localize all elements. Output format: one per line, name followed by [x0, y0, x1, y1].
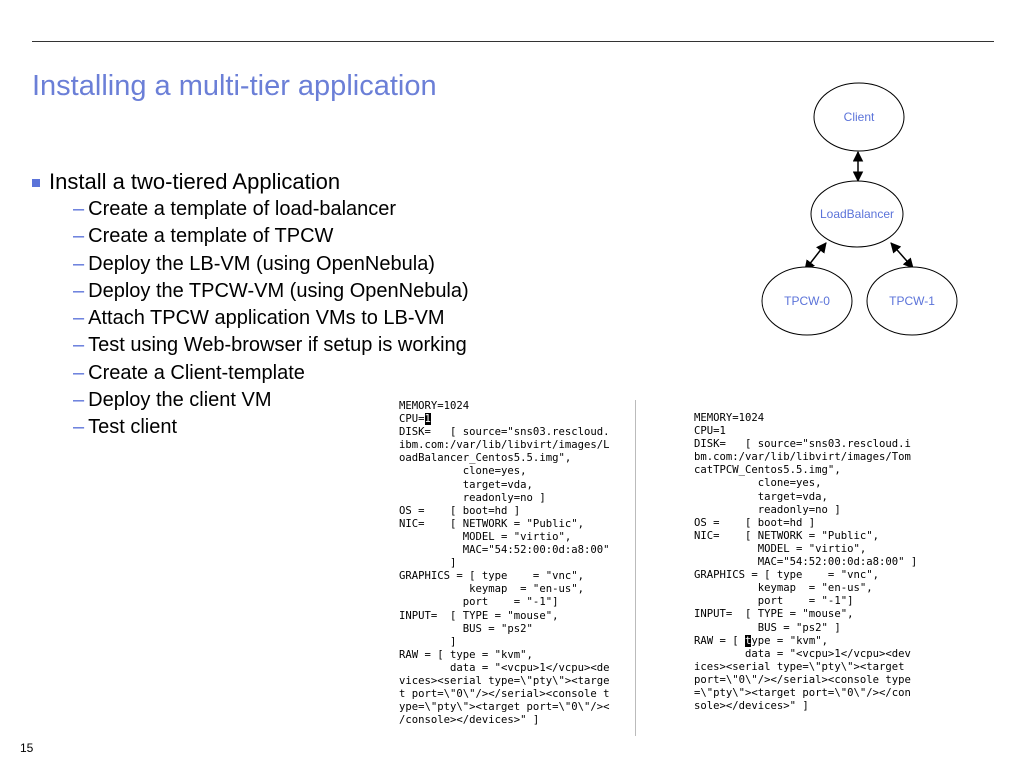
sub-bullet-text: Create a template of load-balancer	[88, 198, 397, 220]
sub-bullet-list: –Create a template of load-balancer –Cre…	[73, 196, 469, 442]
client-node-label: Client	[844, 110, 875, 124]
sub-bullet-text: Attach TPCW application VMs to LB-VM	[88, 307, 445, 330]
tpcw1-node-label: TPCW-1	[889, 294, 935, 308]
sub-bullet: –Deploy the TPCW-VM (using OpenNebula)	[73, 278, 469, 305]
sub-bullet: –Test using Web-browser if setup is work…	[73, 332, 469, 359]
dash-icon: –	[73, 225, 85, 248]
sub-bullet-text: Create a Client-template	[88, 361, 305, 384]
bullet-main-text: Install a two-tiered Application	[49, 169, 341, 194]
tpcw-template-code: MEMORY=1024 CPU=1 DISK= [ source="sns03.…	[694, 412, 917, 713]
sub-bullet-text: Test using Web-browser if setup is worki…	[88, 334, 467, 357]
lb-template-text-end: DISK= [ source="sns03.rescloud. ibm.com:…	[399, 426, 610, 727]
square-bullet-icon	[32, 178, 40, 187]
sub-bullet-text: Deploy the TPCW-VM (using OpenNebula)	[88, 279, 469, 302]
tpcw0-node-label: TPCW-0	[784, 294, 830, 308]
text-cursor: t	[745, 634, 752, 647]
sub-bullet-text: Create a template of TPCW	[88, 225, 334, 248]
sub-bullet-text: Test client	[88, 416, 178, 439]
lb-tpcw1-arrow	[890, 242, 914, 269]
sub-bullet: –Attach TPCW application VMs to LB-VM	[73, 305, 469, 332]
sub-bullet: –Create a template of TPCW	[73, 223, 469, 250]
dash-icon: –	[73, 198, 85, 220]
dash-icon: –	[73, 279, 85, 302]
bullet-main: Install a two-tiered Application	[32, 168, 469, 196]
dash-icon: –	[73, 334, 85, 357]
tpcw0-node: TPCW-0	[761, 266, 853, 336]
top-rule	[32, 41, 994, 42]
lb-template-text-start: MEMORY=1024 CPU=	[399, 400, 470, 426]
tpcw-template-text-start: MEMORY=1024 CPU=1 DISK= [ source="sns03.…	[694, 412, 918, 647]
sub-bullet: –Deploy the LB-VM (using OpenNebula)	[73, 251, 469, 278]
client-node: Client	[813, 82, 905, 152]
tpcw1-node: TPCW-1	[866, 266, 958, 336]
lb-tpcw0-arrow	[804, 242, 827, 271]
tpcw-template-text-end: ype = "kvm", data = "<vcpu>1</vcpu><dev …	[694, 634, 911, 713]
sub-bullet-text: Deploy the client VM	[88, 389, 272, 412]
loadbalancer-node-label: LoadBalancer	[820, 207, 894, 221]
text-cursor: 1	[424, 413, 431, 426]
sub-bullet: –Deploy the client VM	[73, 387, 469, 414]
dash-icon: –	[73, 307, 85, 330]
dash-icon: –	[73, 389, 85, 412]
page-number: 15	[20, 741, 34, 755]
lb-template-code: MEMORY=1024 CPU=1 DISK= [ source="sns03.…	[399, 400, 609, 727]
dash-icon: –	[73, 252, 85, 275]
sub-bullet: –Create a Client-template	[73, 360, 469, 387]
code-divider	[635, 400, 636, 736]
dash-icon: –	[73, 416, 85, 439]
sub-bullet: –Create a template of load-balancer	[73, 196, 469, 223]
dash-icon: –	[73, 361, 85, 384]
sub-bullet-text: Deploy the LB-VM (using OpenNebula)	[88, 252, 435, 275]
sub-bullet: –Test client	[73, 414, 469, 441]
bullet-list: Install a two-tiered Application –Create…	[32, 168, 469, 442]
slide-title: Installing a multi-tier application	[32, 70, 437, 102]
loadbalancer-node: LoadBalancer	[810, 180, 904, 248]
